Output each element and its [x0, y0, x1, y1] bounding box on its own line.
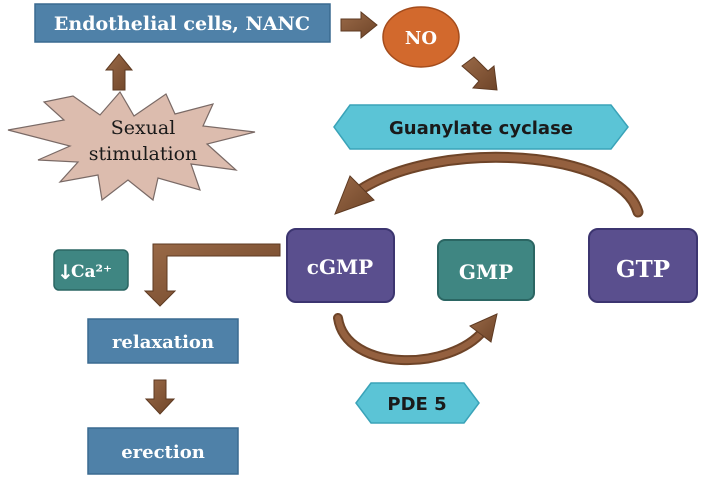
- gtp-label: GTP: [616, 256, 670, 283]
- erection-node: erection: [87, 427, 239, 475]
- arrow-endothelial-to-no: [340, 10, 378, 40]
- endothelial-cells-label: Endothelial cells, NANC: [54, 13, 310, 35]
- arrow-stimulation-to-endothelial: [104, 53, 134, 91]
- erection-label: erection: [121, 442, 205, 463]
- cgmp-node: cGMP: [286, 228, 395, 303]
- gmp-label: GMP: [459, 260, 513, 284]
- no-node: NO: [382, 6, 460, 68]
- arrow-cgmp-to-relaxation: [143, 243, 281, 307]
- pde5-node: PDE 5: [355, 382, 480, 424]
- cgmp-label: cGMP: [307, 255, 373, 279]
- arrow-gtp-to-cgmp: [334, 151, 644, 218]
- gmp-node: GMP: [437, 239, 535, 301]
- sexual-stimulation-node: Sexual stimulation: [7, 90, 256, 202]
- gtp-node: GTP: [588, 228, 698, 303]
- arrow-no-to-guanylate-cyclase: [461, 56, 498, 91]
- sexual-stimulation-label-line2: stimulation: [89, 143, 198, 165]
- guanylate-cyclase-node: Guanylate cyclase: [333, 104, 629, 150]
- relaxation-label: relaxation: [112, 332, 214, 353]
- pde5-label: PDE 5: [387, 394, 446, 415]
- calcium-down-arrow: ↓: [57, 260, 74, 284]
- calcium-label: Ca²⁺: [71, 262, 112, 282]
- guanylate-cyclase-label: Guanylate cyclase: [389, 118, 573, 139]
- arrow-cgmp-to-gmp: [333, 313, 498, 366]
- calcium-decrease-node: ↓ Ca²⁺: [53, 249, 129, 291]
- sexual-stimulation-label-line1: Sexual: [111, 117, 176, 139]
- endothelial-cells-node: Endothelial cells, NANC: [34, 3, 331, 43]
- no-label: NO: [405, 28, 437, 49]
- arrow-relaxation-to-erection: [144, 379, 176, 415]
- relaxation-node: relaxation: [87, 318, 239, 364]
